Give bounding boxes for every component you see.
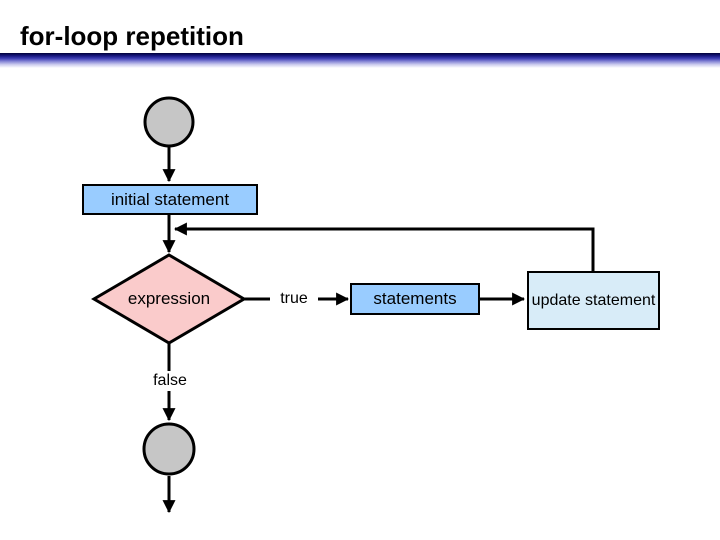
start-terminal-circle: [143, 96, 195, 148]
edge-update-feedback-loop: [173, 222, 595, 271]
false-branch-label: false: [144, 371, 196, 391]
true-branch-label: true: [270, 289, 318, 309]
decision-diamond: [91, 253, 247, 345]
statements-label: statements: [373, 289, 457, 308]
initial-statement-box: initial statement: [82, 184, 258, 215]
end-terminal-circle: [142, 422, 196, 476]
initial-statement-label: initial statement: [110, 189, 230, 209]
page-title: for-loop repetition: [20, 21, 244, 51]
update-statement-box: update statement: [527, 271, 660, 330]
statements-box: statements: [350, 283, 480, 315]
update-statement-label: update statement: [531, 291, 656, 309]
title-underline-bar: [0, 53, 720, 68]
expression-label: expression: [127, 289, 211, 308]
